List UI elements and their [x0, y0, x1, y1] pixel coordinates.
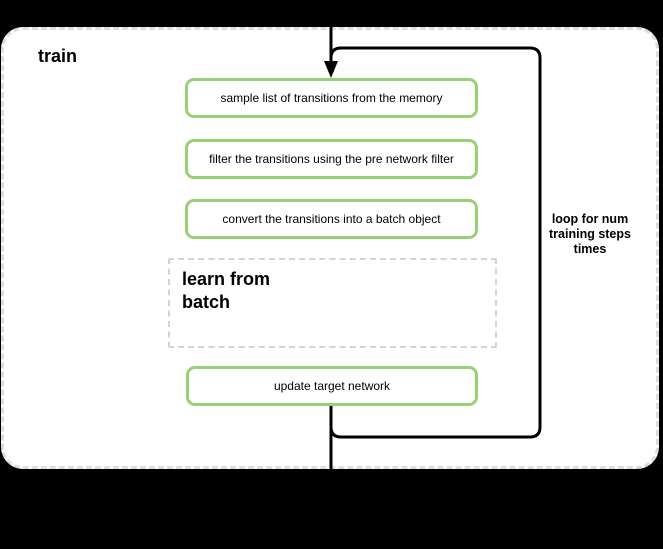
step-sample-transitions-label: sample list of transitions from the memo…: [220, 91, 443, 105]
step-update-target-network-label: update target network: [273, 379, 391, 393]
step-convert-to-batch: convert the transitions into a batch obj…: [185, 199, 478, 239]
step-sample-transitions: sample list of transitions from the memo…: [185, 78, 478, 118]
step-convert-to-batch-label: convert the transitions into a batch obj…: [222, 212, 441, 226]
subprocess-learn-from-batch: learn from batch: [168, 258, 497, 348]
subprocess-learn-from-batch-label: learn from batch: [182, 269, 271, 313]
loop-annotation: loop for num training steps times: [549, 212, 631, 256]
loop-boundary: [329, 46, 542, 439]
step-update-target-network: update target network: [186, 366, 478, 406]
step-filter-transitions: filter the transitions using the pre net…: [185, 139, 478, 179]
step-filter-transitions-label: filter the transitions using the pre net…: [209, 152, 454, 166]
train-group-title: train: [38, 46, 78, 66]
arrowhead-icon: [324, 61, 338, 78]
